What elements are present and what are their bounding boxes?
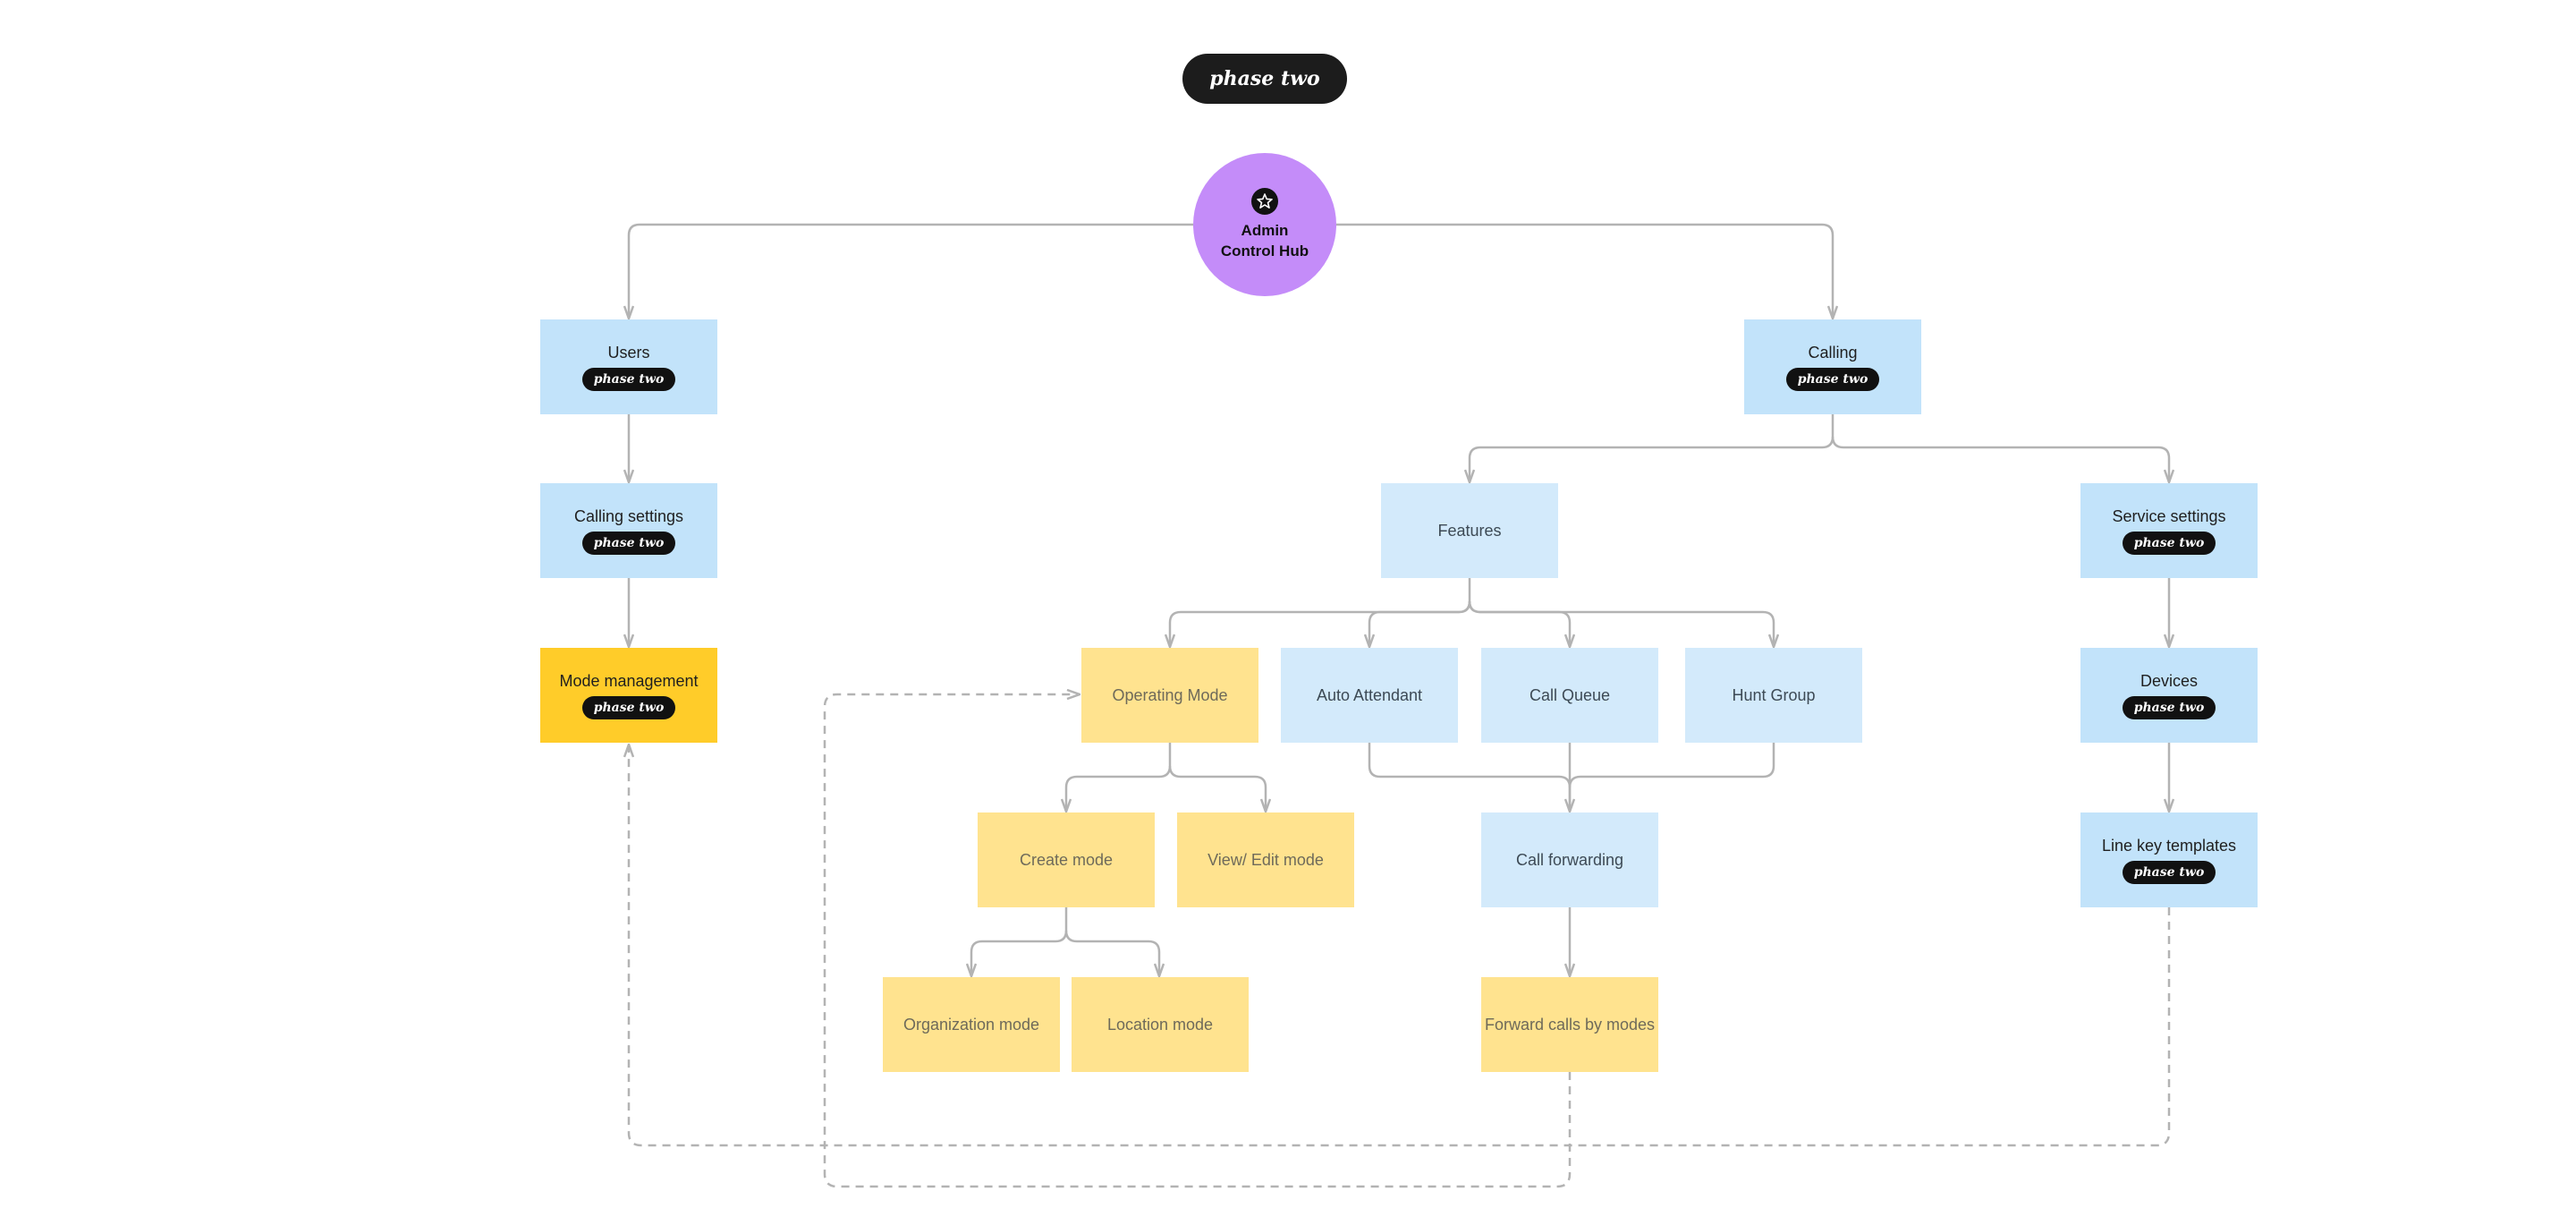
node-label: Mode management bbox=[559, 672, 699, 690]
connector-create-mode-location-mode bbox=[1064, 930, 1159, 976]
mode-management-node[interactable]: Mode management phase two bbox=[540, 648, 717, 743]
phase-two-badge: phase two bbox=[581, 532, 676, 555]
connector-features-hunt-group bbox=[1468, 600, 1774, 647]
calling-settings-node[interactable]: Calling settings phase two bbox=[540, 483, 717, 578]
location-mode-node[interactable]: Location mode bbox=[1072, 977, 1249, 1072]
phase-two-badge: phase two bbox=[1785, 368, 1880, 391]
node-label: Create mode bbox=[1019, 851, 1114, 869]
call-forwarding-node[interactable]: Call forwarding bbox=[1481, 812, 1658, 907]
service-settings-node[interactable]: Service settings phase two bbox=[2080, 483, 2258, 578]
connector-hub-calling bbox=[1336, 223, 1833, 319]
calling-node[interactable]: Calling phase two bbox=[1744, 319, 1921, 414]
connector-calling-service-settings bbox=[1831, 436, 2169, 482]
line-key-templates-node[interactable]: Line key templates phase two bbox=[2080, 812, 2258, 907]
node-label: Devices bbox=[2140, 672, 2199, 690]
node-label: Location mode bbox=[1106, 1016, 1214, 1034]
connector-features-call-queue bbox=[1468, 600, 1570, 647]
dashed-connector-forward-calls-operating-mode bbox=[823, 694, 1572, 1188]
node-label: View/ Edit mode bbox=[1208, 851, 1324, 869]
node-label: Call forwarding bbox=[1515, 851, 1624, 869]
phase-two-badge: phase two bbox=[581, 368, 676, 391]
users-node[interactable]: Users phase two bbox=[540, 319, 717, 414]
node-label: Service settings bbox=[2112, 507, 2226, 525]
phase-two-badge: phase two bbox=[2122, 696, 2216, 719]
node-label: Features bbox=[1437, 522, 1502, 540]
node-label: Line key templates bbox=[2101, 837, 2237, 855]
admin-control-hub-node[interactable]: Admin Control Hub bbox=[1193, 153, 1336, 296]
connector-operating-mode-create-mode bbox=[1066, 743, 1172, 812]
node-label: Users bbox=[607, 344, 650, 362]
node-label: Operating Mode bbox=[1112, 686, 1228, 704]
view-edit-mode-node[interactable]: View/ Edit mode bbox=[1177, 812, 1354, 907]
star-icon bbox=[1251, 188, 1278, 215]
connector-hunt-group-call-forwarding bbox=[1568, 743, 1775, 788]
devices-node[interactable]: Devices phase two bbox=[2080, 648, 2258, 743]
auto-attendant-node[interactable]: Auto Attendant bbox=[1281, 648, 1458, 743]
node-label: Forward calls by modes bbox=[1484, 1016, 1656, 1034]
connector-calling-features bbox=[1470, 414, 1835, 482]
organization-mode-node[interactable]: Organization mode bbox=[883, 977, 1060, 1072]
node-label: Hunt Group bbox=[1732, 686, 1816, 704]
forward-calls-by-modes-node[interactable]: Forward calls by modes bbox=[1481, 977, 1658, 1072]
node-label: Organization mode bbox=[902, 1016, 1040, 1034]
connector-hub-users bbox=[629, 223, 1193, 319]
features-node[interactable]: Features bbox=[1381, 483, 1558, 578]
dashed-connector-line-key-templates-mode-management bbox=[629, 744, 2171, 1147]
connector-features-auto-attendant bbox=[1369, 600, 1471, 647]
node-label: Auto Attendant bbox=[1316, 686, 1423, 704]
operating-mode-node[interactable]: Operating Mode bbox=[1081, 648, 1258, 743]
node-label: Calling settings bbox=[573, 507, 684, 525]
connector-operating-mode-view-edit-mode bbox=[1168, 765, 1266, 812]
connector-auto-attendant-call-forwarding bbox=[1368, 743, 1570, 812]
call-queue-node[interactable]: Call Queue bbox=[1481, 648, 1658, 743]
hub-label: Admin Control Hub bbox=[1220, 222, 1309, 259]
phase-two-badge: phase two bbox=[581, 696, 676, 719]
phase-two-header-pill: phase two bbox=[1182, 54, 1347, 104]
node-label: Calling bbox=[1808, 344, 1858, 362]
connector-create-mode-organization-mode bbox=[971, 907, 1068, 976]
hunt-group-node[interactable]: Hunt Group bbox=[1685, 648, 1862, 743]
node-label: Call Queue bbox=[1529, 686, 1611, 704]
phase-two-badge: phase two bbox=[2122, 861, 2216, 884]
create-mode-node[interactable]: Create mode bbox=[978, 812, 1155, 907]
phase-two-badge: phase two bbox=[2122, 532, 2216, 555]
